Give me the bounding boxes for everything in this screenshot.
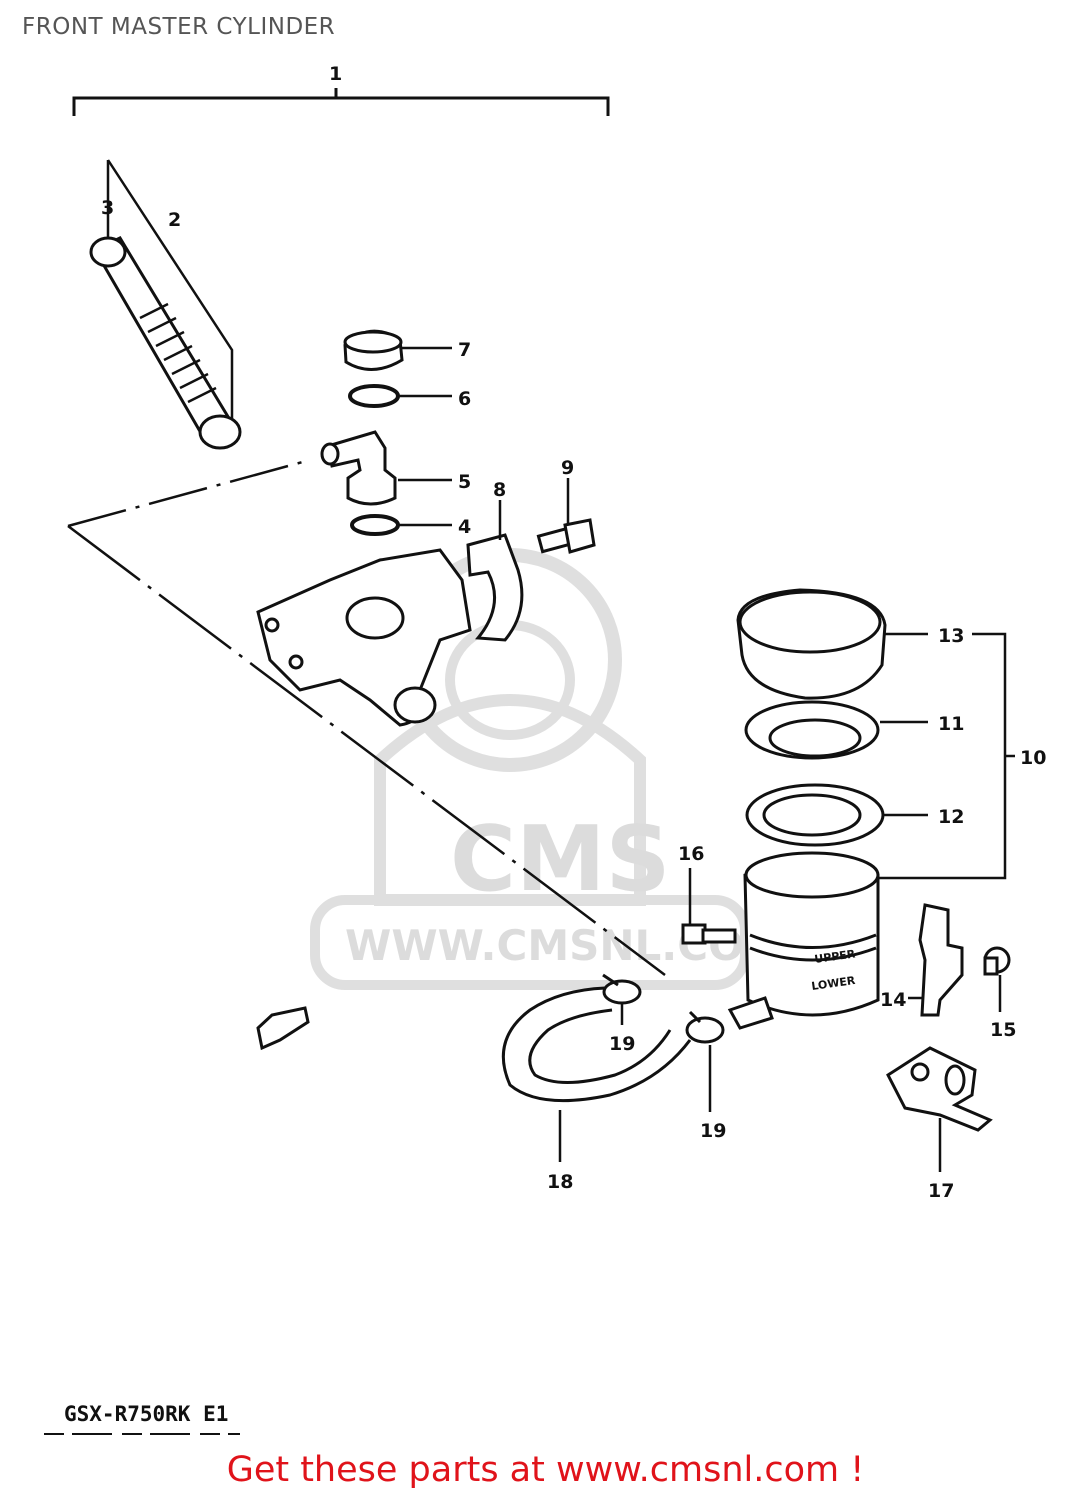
circlip-part	[348, 384, 400, 408]
reservoir-holder-part	[886, 1046, 993, 1132]
callout-19a: 19	[609, 1033, 635, 1055]
piston-spring-part	[89, 236, 242, 450]
hose-clip-part-b	[685, 1010, 725, 1044]
callout-11: 11	[938, 713, 964, 735]
clamp-part	[466, 533, 524, 642]
callout-2: 2	[168, 209, 181, 231]
callout-17: 17	[928, 1180, 954, 1202]
bolt-part-9	[536, 518, 596, 554]
model-code: GSX-R750RK E1	[64, 1402, 229, 1426]
boot-cap-part	[343, 329, 404, 371]
callout-5: 5	[458, 471, 471, 493]
reservoir-lower-label: LOWER	[811, 974, 857, 993]
callout-14: 14	[880, 989, 906, 1011]
hose-clip-part-a	[602, 973, 642, 1005]
diaphragm-plate-part	[745, 783, 885, 847]
callout-4: 4	[458, 516, 471, 538]
callout-19b: 19	[700, 1120, 726, 1142]
bolt-part-16	[681, 923, 737, 945]
reservoir-tank-part: UPPER LOWER	[727, 851, 880, 1030]
watermark-url: WWW.CMSNL.COM	[345, 921, 786, 970]
diaphragm-part	[744, 700, 880, 760]
callout-15: 15	[990, 1019, 1016, 1041]
reservoir-cap-part	[736, 588, 887, 700]
callout-1: 1	[329, 63, 342, 85]
callout-9: 9	[561, 457, 574, 479]
screw-part-15	[983, 946, 1011, 976]
callout-13: 13	[938, 625, 964, 647]
callout-16: 16	[678, 843, 704, 865]
callout-numbers: 1 2 3 7 6 5 4 8 9 13 11 10 12 16 14 15 1…	[101, 63, 1046, 1202]
callout-3: 3	[101, 197, 114, 219]
diagram-title: FRONT MASTER CYLINDER	[22, 14, 336, 40]
callout-7: 7	[458, 339, 471, 361]
hose-part	[501, 986, 692, 1103]
reservoir-bracket-part	[918, 903, 964, 1017]
callout-10: 10	[1020, 747, 1046, 769]
o-ring-part	[350, 514, 400, 536]
front-arrow-icon	[256, 1006, 310, 1051]
reference-lines	[67, 159, 666, 976]
union-fitting-part	[320, 430, 397, 506]
leader-lines	[398, 346, 1015, 1172]
master-cylinder-body	[256, 548, 472, 727]
watermark-brand: CMS	[450, 807, 670, 912]
reservoir-upper-label: UPPER	[814, 947, 857, 966]
assembly-bracket-1	[72, 88, 610, 116]
callout-8: 8	[493, 479, 506, 501]
footer-link[interactable]: Get these parts at www.cmsnl.com !	[226, 1450, 865, 1490]
callout-18: 18	[547, 1171, 573, 1193]
callout-6: 6	[458, 388, 471, 410]
callout-12: 12	[938, 806, 964, 828]
